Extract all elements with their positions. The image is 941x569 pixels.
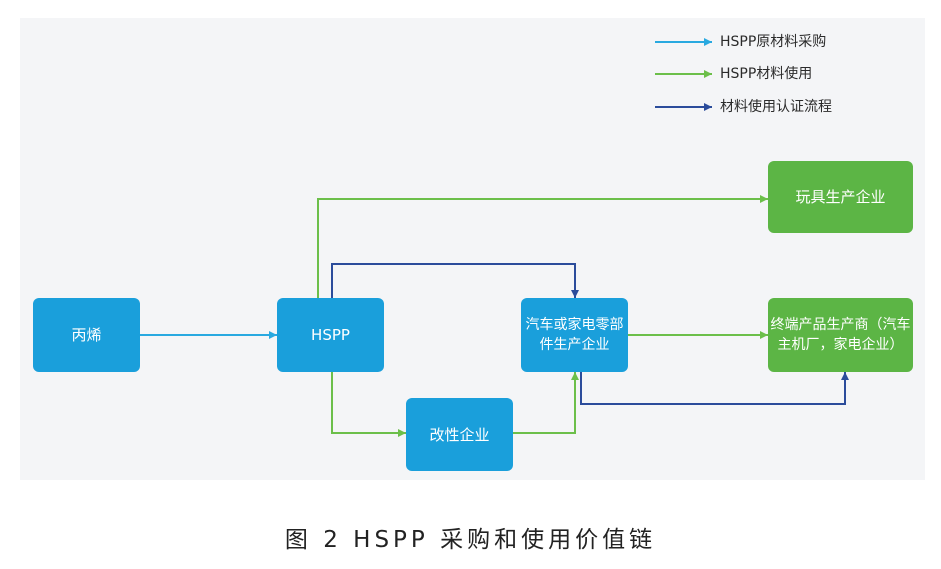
node-modification-label: 改性企业 bbox=[429, 425, 490, 444]
node-toy-manufacturer: 玩具生产企业 bbox=[768, 161, 913, 233]
node-hspp-label: HSPP bbox=[311, 326, 350, 344]
edge-parts-to-terminal-certification bbox=[580, 372, 849, 405]
node-hspp: HSPP bbox=[277, 298, 384, 372]
node-terminal-label-line-2: 主机厂，家电企业） bbox=[777, 337, 904, 353]
figure-caption: 图 2 HSPP 采购和使用价值链 bbox=[284, 527, 657, 553]
node-toy-label: 玩具生产企业 bbox=[795, 188, 886, 206]
edge-modification-to-parts bbox=[513, 372, 579, 434]
node-terminal-label-line-1: 终端产品生产商（汽车 bbox=[770, 317, 911, 333]
node-parts-label-line-1: 汽车或家电零部 bbox=[525, 317, 624, 333]
node-propene: 丙烯 bbox=[33, 298, 140, 372]
edge-hspp-to-parts-certification bbox=[331, 263, 579, 298]
legend-usage-label: HSPP材料使用 bbox=[720, 66, 813, 82]
edge-hspp-to-modification bbox=[331, 372, 406, 437]
node-modification: 改性企业 bbox=[406, 398, 513, 471]
node-propene-label: 丙烯 bbox=[71, 326, 102, 344]
legend-procurement-label: HSPP原材料采购 bbox=[720, 34, 827, 50]
node-terminal-manufacturer: 终端产品生产商（汽车 主机厂，家电企业） bbox=[768, 298, 913, 372]
legend-certification-label: 材料使用认证流程 bbox=[720, 99, 832, 115]
node-parts-manufacturer: 汽车或家电零部 件生产企业 bbox=[521, 298, 628, 372]
edge-hspp-to-toy bbox=[317, 195, 768, 298]
node-parts-label-line-2: 件生产企业 bbox=[539, 337, 610, 353]
